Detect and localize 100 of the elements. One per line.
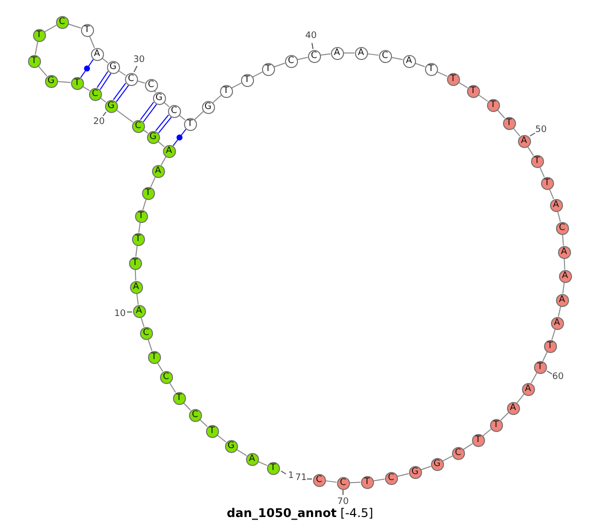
base-pair-line xyxy=(142,104,158,122)
backbone-line xyxy=(564,258,566,270)
backbone-line xyxy=(436,71,448,77)
nucleotide-circle: T xyxy=(70,76,84,90)
nucleotide-circle: C xyxy=(284,54,298,68)
backbone-line xyxy=(142,198,147,210)
nucleotide-circle: T xyxy=(266,462,280,474)
nucleotide-circle: G xyxy=(430,458,444,470)
backbone-line xyxy=(296,56,308,60)
backbone-line xyxy=(414,62,426,68)
backbone-line xyxy=(458,82,468,88)
nucleotide-circle: T xyxy=(184,118,196,130)
base-pair-line xyxy=(116,84,130,102)
backbone-line xyxy=(558,306,562,318)
nucleotide-circle: A xyxy=(556,294,568,306)
nucleotide-circle: C xyxy=(378,50,392,62)
nucleotide-circle: A xyxy=(506,402,520,414)
backbone-line xyxy=(516,394,524,404)
nucleotide-circle: C xyxy=(336,476,350,490)
nucleotide-circle: A xyxy=(130,280,142,294)
base-pair-line xyxy=(80,58,94,78)
position-number: 71 xyxy=(295,473,307,483)
backbone-line xyxy=(320,53,332,56)
nucleotide-circle: C xyxy=(88,88,102,100)
nucleotide-circle: A xyxy=(550,316,564,330)
nucleotide-circle: A xyxy=(518,134,530,148)
nucleotide-circle: C xyxy=(556,222,568,234)
nucleotide-circle: T xyxy=(490,418,502,432)
nucleotide-circle: G xyxy=(152,92,166,104)
nucleotide-circle: T xyxy=(360,476,374,488)
base-pair-line xyxy=(155,114,170,132)
backbone-line xyxy=(216,434,226,442)
position-number: 10 xyxy=(114,309,126,319)
nucleotide-circle: G xyxy=(408,466,422,478)
base-pair-line xyxy=(172,128,186,146)
nucleotide-circle: C xyxy=(56,16,68,28)
backbone-line xyxy=(140,316,145,328)
position-number: 1 xyxy=(288,471,294,481)
backbone-line xyxy=(548,188,554,200)
backbone-line xyxy=(512,128,520,136)
nucleotide-circle: T xyxy=(172,392,186,404)
backbone-line xyxy=(160,156,166,166)
nucleotide-circle: C xyxy=(160,370,172,384)
nucleotide-circle: T xyxy=(142,186,154,200)
nucleotide-circle: T xyxy=(128,256,142,270)
nucleotide-circle: A xyxy=(354,46,368,60)
nucleotide-circle: A xyxy=(152,164,164,178)
backbone-line xyxy=(539,166,545,178)
nucleotide-circle: T xyxy=(472,434,484,446)
nucleotide-circle: C xyxy=(384,472,398,484)
nucleotide-circle: G xyxy=(146,130,160,144)
backbone-line xyxy=(390,56,404,60)
backbone-line xyxy=(116,109,134,123)
backbone-line xyxy=(349,482,361,484)
position-number: 70 xyxy=(337,497,349,507)
nucleotide-circle: T xyxy=(502,116,516,130)
nucleotide-circle: T xyxy=(206,424,218,438)
backbone-line xyxy=(156,362,164,372)
nucleotide-circle: G xyxy=(44,74,58,88)
nucleotide-circle: T xyxy=(262,62,274,76)
nucleotide-circle: T xyxy=(28,54,40,68)
backbone-line xyxy=(199,418,208,428)
position-number: 20 xyxy=(93,117,105,127)
nucleotide-circle: A xyxy=(558,270,572,282)
nucleotide-circle: T xyxy=(486,98,500,112)
nucleotide-circle: T xyxy=(534,360,546,374)
backbone-line xyxy=(182,402,192,411)
base-pair-line xyxy=(140,102,154,120)
backbone-line xyxy=(257,461,268,466)
nucleotide-circle: C xyxy=(144,78,158,92)
backbone-line xyxy=(136,292,139,306)
backbone-line xyxy=(68,23,82,29)
backbone-line xyxy=(38,65,48,77)
nucleotide-circle: A xyxy=(522,382,534,396)
nucleotide-circle: G xyxy=(202,100,214,114)
position-number: 30 xyxy=(133,55,145,65)
backbone-line xyxy=(496,109,506,119)
backbone-line xyxy=(274,62,286,68)
nucleotide-circle: T xyxy=(148,350,160,364)
nucleotide-circle: T xyxy=(466,84,480,98)
nucleotide-circle: T xyxy=(32,28,46,42)
base-pair-line xyxy=(100,72,112,90)
backbone-line xyxy=(343,52,355,54)
nucleotide-circle: G xyxy=(104,100,118,112)
nucleotide-circle: C xyxy=(132,120,144,132)
backbone-line xyxy=(212,94,222,104)
backbone-line xyxy=(118,70,126,76)
backbone-line xyxy=(56,81,72,83)
backbone-line xyxy=(542,351,548,362)
position-number: 60 xyxy=(552,372,564,382)
nucleotide-circle: G xyxy=(106,60,120,74)
backbone-line xyxy=(551,328,556,340)
nucleotide-circle: C xyxy=(452,446,464,460)
backbone-line xyxy=(135,244,138,258)
base-pair-line xyxy=(96,70,108,88)
backbone-line xyxy=(527,146,534,156)
nucleotide-circle: T xyxy=(240,74,254,86)
backbone-line xyxy=(252,72,263,78)
backbone-line xyxy=(478,94,488,102)
base-pair-line xyxy=(112,82,126,100)
